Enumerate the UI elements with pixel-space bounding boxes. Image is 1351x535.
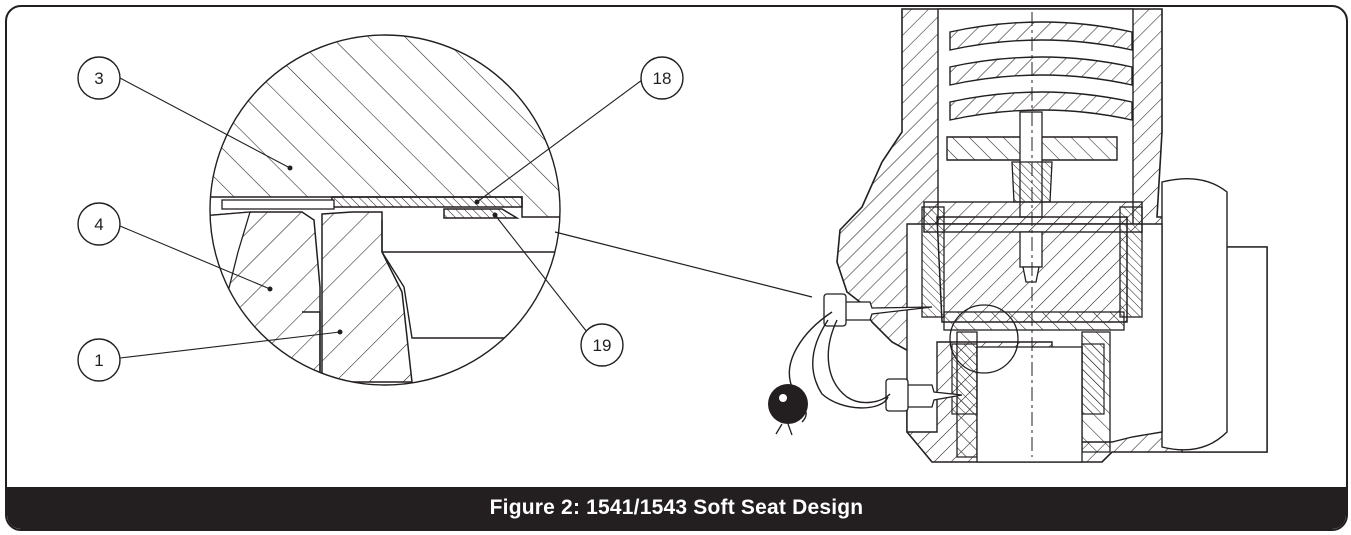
callout-4: 4 bbox=[77, 202, 273, 292]
caption-bar: Figure 2: 1541/1543 Soft Seat Design bbox=[7, 487, 1346, 529]
figure-frame: 3 18 4 1 19 bbox=[5, 5, 1348, 531]
detail-view bbox=[209, 34, 561, 386]
callout-19-label: 19 bbox=[593, 336, 612, 355]
callout-3: 3 bbox=[77, 56, 293, 171]
valve-drawing: 3 18 4 1 19 bbox=[77, 8, 1268, 463]
callout-1-label: 1 bbox=[94, 351, 103, 370]
callout-1: 1 bbox=[77, 329, 343, 382]
callout-3-label: 3 bbox=[94, 69, 103, 88]
callout-18: 18 bbox=[474, 56, 684, 205]
callout-18-label: 18 bbox=[653, 69, 672, 88]
callout-19: 19 bbox=[492, 212, 624, 367]
detail-leader bbox=[554, 231, 813, 298]
figure-caption: Figure 2: 1541/1543 Soft Seat Design bbox=[489, 496, 864, 519]
callout-4-label: 4 bbox=[94, 215, 103, 234]
valve-cross-section bbox=[768, 8, 1268, 463]
